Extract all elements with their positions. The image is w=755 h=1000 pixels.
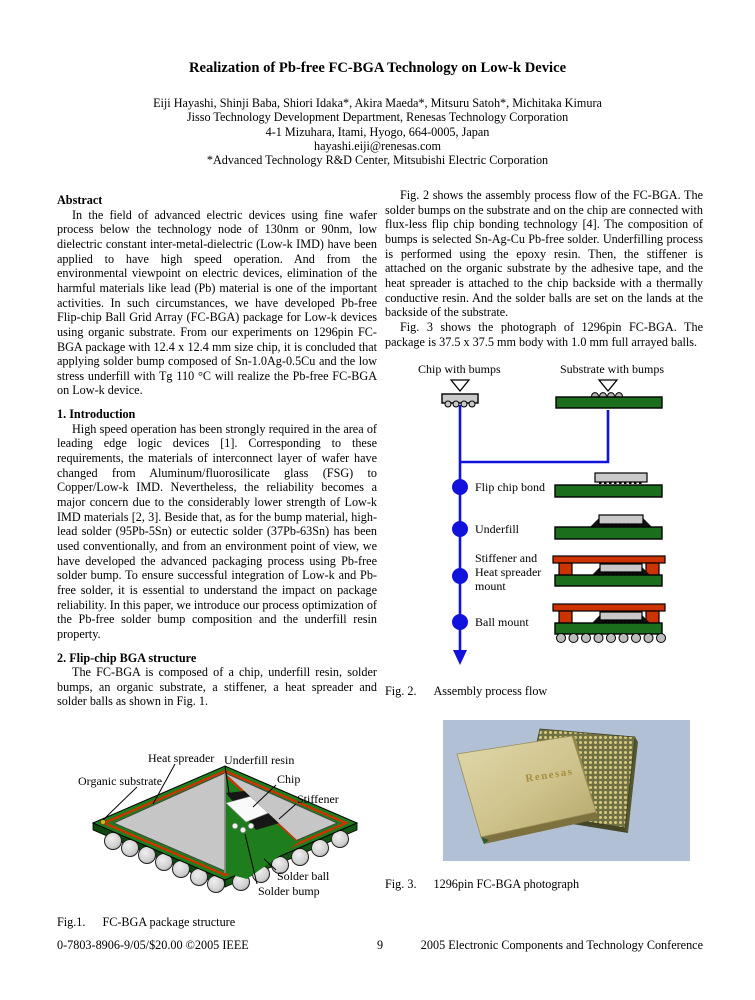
section-heading-structure: 2. Flip-chip BGA structure bbox=[57, 650, 197, 665]
left-column: Abstract In the field of advanced electr… bbox=[57, 188, 377, 930]
abstract-heading: Abstract bbox=[57, 193, 103, 207]
figure1-caption: Fig.1. FC-BGA package structure bbox=[57, 915, 377, 930]
figure1-labels: Heat spreader Underfill resin Organic su… bbox=[78, 751, 339, 898]
label-stiffener: Stiffener bbox=[297, 792, 339, 806]
label-substrate-with-bumps: Substrate with bumps bbox=[560, 362, 664, 376]
section-heading-introduction: 1. Introduction bbox=[57, 407, 136, 422]
right-column: Fig. 2 shows the assembly process flow o… bbox=[385, 188, 703, 930]
figure3-caption-label: Fig. 3. bbox=[385, 877, 417, 892]
figure2-caption-text: Assembly process flow bbox=[433, 684, 548, 699]
figure2-caption-label: Fig. 2. bbox=[385, 684, 417, 699]
fiducial-dot bbox=[100, 819, 106, 826]
package-lid-side: Renesas bbox=[456, 735, 598, 845]
affiliation-line: Jisso Technology Development Department,… bbox=[186, 110, 569, 125]
illustration-flip-chip-bond bbox=[554, 472, 663, 498]
label-solder-bump: Solder bump bbox=[258, 884, 320, 898]
author-block: Eiji Hayashi, Shinji Baba, Shiori Idaka*… bbox=[0, 96, 755, 167]
adhesive-ring bbox=[100, 769, 350, 877]
step-stiffener-line2: Heat spreader bbox=[475, 565, 541, 579]
two-column-body: Abstract In the field of advanced electr… bbox=[57, 188, 703, 930]
substrate-arrow-triangle bbox=[597, 379, 619, 393]
flow-step-nodes bbox=[452, 479, 468, 631]
paper-header: Realization of Pb-free FC-BGA Technology… bbox=[0, 60, 755, 167]
label-leader-lines bbox=[102, 763, 297, 885]
photograph-paragraph: Fig. 3 shows the photograph of 1296pin F… bbox=[385, 319, 703, 349]
illustration-ball-mount bbox=[552, 603, 666, 644]
email-line: hayashi.eiji@renesas.com bbox=[314, 138, 441, 153]
conference-name: 2005 Electronic Components and Technolog… bbox=[420, 938, 703, 952]
page-title: Realization of Pb-free FC-BGA Technology… bbox=[188, 60, 567, 76]
chip-arrow-triangle bbox=[449, 379, 471, 393]
step-stiffener-line1: Stiffener and bbox=[475, 551, 537, 565]
fc-bga-structure-drawing: Heat spreader Underfill resin Organic su… bbox=[78, 751, 359, 898]
step-stiffener-line3: mount bbox=[475, 579, 506, 593]
flow-step-labels: Flip chip bond Underfill Stiffener and H… bbox=[475, 480, 545, 629]
figure2-caption: Fig. 2. Assembly process flow bbox=[385, 684, 703, 699]
page-number: 9 bbox=[376, 938, 384, 952]
figure1-caption-text: FC-BGA package structure bbox=[102, 915, 236, 930]
label-heat-spreader: Heat spreader bbox=[148, 751, 214, 765]
label-solder-ball: Solder ball bbox=[277, 869, 330, 883]
abstract-text: In the field of advanced electric device… bbox=[57, 207, 377, 398]
figure3-caption-text: 1296pin FC-BGA photograph bbox=[433, 877, 580, 892]
address-line: 4-1 Mizuhara, Itami, Hyogo, 664-0005, Ja… bbox=[265, 124, 490, 139]
authors-line: Eiji Hayashi, Shinji Baba, Shiori Idaka*… bbox=[153, 96, 602, 110]
label-chip: Chip bbox=[277, 772, 300, 786]
copyright-notice: 0-7803-8906-9/05/$20.00 ©2005 IEEE bbox=[57, 938, 249, 952]
figure3-caption: Fig. 3. 1296pin FC-BGA photograph bbox=[385, 877, 703, 892]
affiliation-footnote: *Advanced Technology R&D Center, Mitsubi… bbox=[206, 153, 549, 168]
illustration-underfill bbox=[554, 514, 663, 540]
figure3-photograph: Renesas bbox=[443, 720, 690, 862]
flow-arrowhead bbox=[453, 650, 467, 666]
step-ball-mount: Ball mount bbox=[475, 615, 529, 629]
label-organic-substrate: Organic substrate bbox=[78, 774, 162, 788]
figure2-assembly-flow-diagram: Chip with bumps Substrate with bumps bbox=[385, 359, 703, 699]
figure1-package-structure-diagram: Heat spreader Underfill resin Organic su… bbox=[57, 749, 377, 930]
fc-bga-photo: Renesas bbox=[443, 720, 690, 862]
illustration-stiffener-heat-spreader bbox=[552, 555, 666, 587]
page-footer: 0-7803-8906-9/05/$20.00 ©2005 IEEE 9 200… bbox=[57, 938, 703, 953]
substrate-with-bumps-icon bbox=[555, 392, 663, 409]
structure-text: The FC-BGA is composed of a chip, underf… bbox=[57, 665, 377, 709]
label-chip-with-bumps: Chip with bumps bbox=[418, 362, 501, 376]
figure1-caption-label: Fig.1. bbox=[57, 915, 86, 930]
step-underfill: Underfill bbox=[475, 522, 520, 536]
assembly-flow-drawing: Chip with bumps Substrate with bumps bbox=[418, 362, 666, 666]
introduction-text: High speed operation has been strongly r… bbox=[57, 421, 377, 641]
label-underfill-resin: Underfill resin bbox=[224, 753, 294, 767]
assembly-flow-paragraph: Fig. 2 shows the assembly process flow o… bbox=[385, 188, 703, 320]
step-flip-chip-bond: Flip chip bond bbox=[475, 480, 545, 494]
chip-with-bumps-icon bbox=[441, 393, 479, 408]
